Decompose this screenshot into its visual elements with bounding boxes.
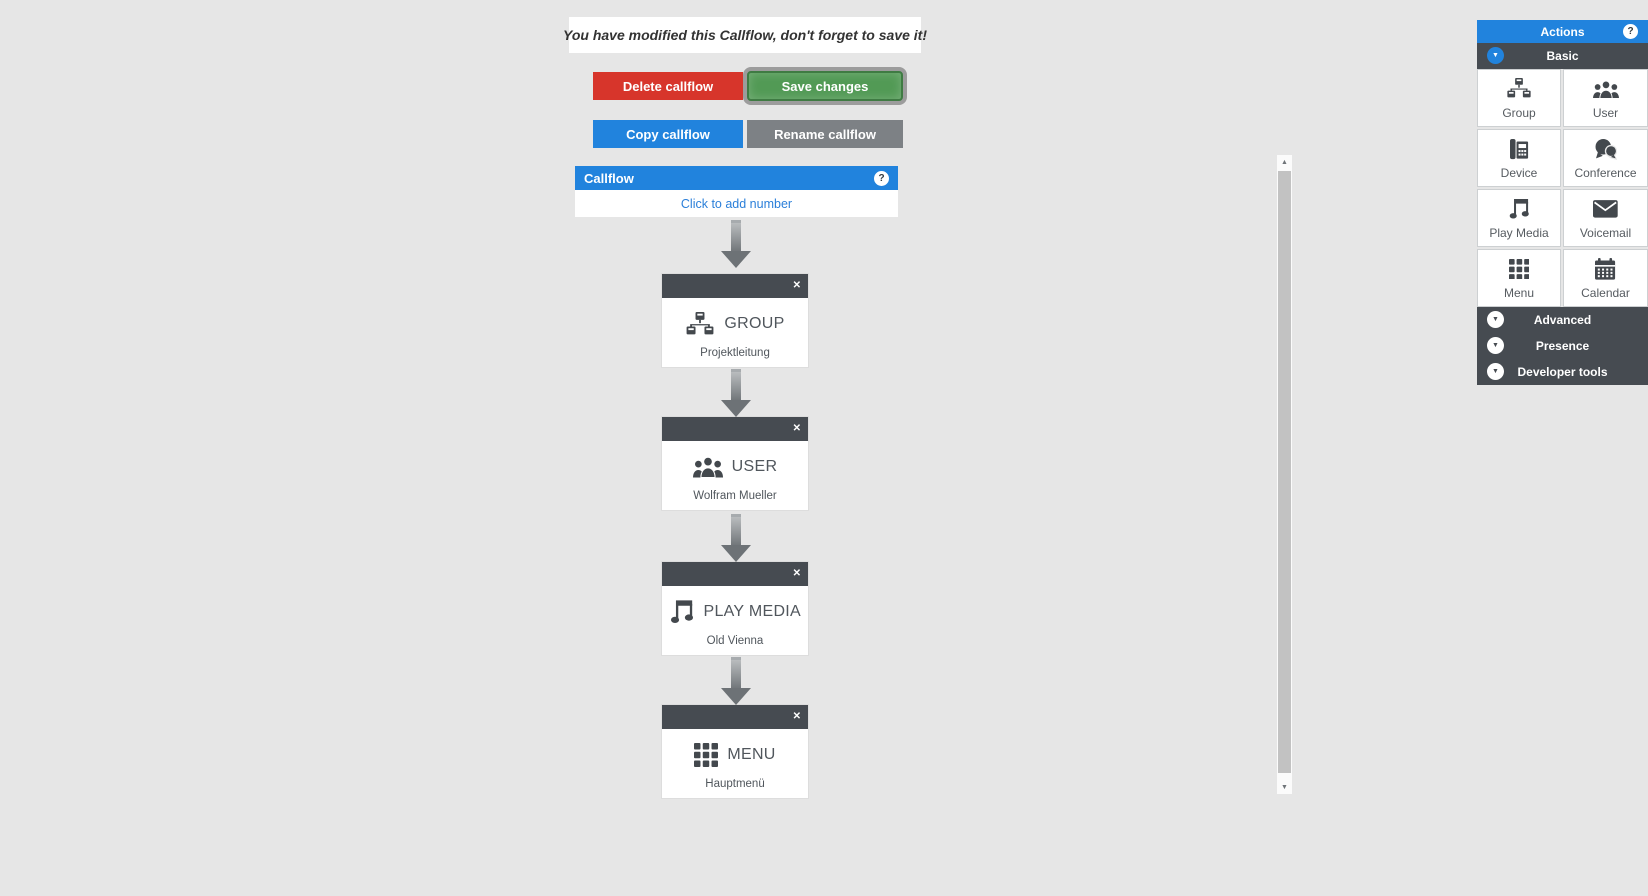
- scroll-up-icon[interactable]: ▲: [1277, 155, 1292, 169]
- tool-menu[interactable]: Menu: [1477, 249, 1561, 307]
- flow-node-header[interactable]: ✕: [662, 562, 808, 586]
- voicemail-icon: [1593, 196, 1618, 222]
- tool-device[interactable]: Device: [1477, 129, 1561, 187]
- close-icon[interactable]: ✕: [792, 568, 801, 579]
- flow-node-header[interactable]: ✕: [662, 274, 808, 298]
- add-number-link[interactable]: Click to add number: [680, 196, 793, 211]
- copy-callflow-button[interactable]: Copy callflow: [593, 120, 743, 148]
- tool-voicemail[interactable]: Voicemail: [1563, 189, 1648, 247]
- chevron-down-icon[interactable]: ▼: [1487, 311, 1504, 328]
- scrollbar-thumb[interactable]: [1278, 171, 1291, 773]
- user-icon: [1592, 76, 1619, 102]
- section-label: Developer tools: [1517, 365, 1608, 379]
- flow-node-body: MENU Hauptmenü: [662, 729, 808, 798]
- actions-panel-header: Actions ?: [1477, 20, 1648, 43]
- play-media-icon: [669, 597, 695, 627]
- tool-conference[interactable]: Conference: [1563, 129, 1648, 187]
- close-icon[interactable]: ✕: [792, 711, 801, 722]
- tool-calendar[interactable]: Calendar: [1563, 249, 1648, 307]
- device-icon: [1508, 136, 1530, 162]
- menu-icon: [694, 743, 719, 767]
- flow-node-body: USER Wolfram Mueller: [662, 441, 808, 510]
- calendar-icon: [1594, 256, 1616, 282]
- flow-node-body: PLAY MEDIA Old Vienna: [662, 586, 808, 655]
- flow-node-name: Old Vienna: [706, 635, 764, 647]
- actions-panel: Actions ? ▼ Basic Group User Device Confe…: [1477, 20, 1648, 385]
- tool-label: Play Media: [1489, 226, 1549, 240]
- flow-node-type-label: GROUP: [724, 315, 785, 332]
- scroll-down-icon[interactable]: ▼: [1277, 780, 1292, 794]
- tool-grid: Group User Device Conference Play Media …: [1477, 69, 1648, 307]
- group-icon: [1506, 76, 1532, 102]
- flow-node-body: GROUP Projektleitung: [662, 298, 808, 367]
- callflow-number-area: Click to add number: [575, 190, 898, 217]
- tool-label: Menu: [1503, 286, 1535, 300]
- delete-callflow-button[interactable]: Delete callflow: [593, 72, 743, 100]
- flow-node-play-media[interactable]: ✕ PLAY MEDIA Old Vienna: [662, 562, 808, 655]
- tool-label: Voicemail: [1579, 226, 1632, 240]
- flow-node-type-label: PLAY MEDIA: [703, 603, 802, 620]
- rename-callflow-button[interactable]: Rename callflow: [747, 120, 903, 148]
- conference-icon: [1594, 136, 1618, 162]
- tool-label: Device: [1500, 166, 1538, 180]
- callflow-root-box: Callflow ? Click to add number: [575, 166, 898, 217]
- tool-play-media[interactable]: Play Media: [1477, 189, 1561, 247]
- flow-node-header[interactable]: ✕: [662, 417, 808, 441]
- flow-node-menu[interactable]: ✕ MENU Hauptmenü: [662, 705, 808, 798]
- canvas-scrollbar[interactable]: ▲ ▼: [1277, 155, 1292, 794]
- flow-node-type-label: MENU: [727, 746, 776, 763]
- unsaved-changes-banner: You have modified this Callflow, don't f…: [563, 17, 927, 53]
- flow-node-type-label: USER: [731, 458, 778, 475]
- section-label: Advanced: [1533, 313, 1592, 327]
- callflow-header: Callflow ?: [575, 166, 898, 190]
- tool-label: User: [1592, 106, 1619, 120]
- section-advanced[interactable]: ▼ Advanced: [1477, 307, 1648, 333]
- tool-user[interactable]: User: [1563, 69, 1648, 127]
- chevron-down-icon[interactable]: ▼: [1487, 337, 1504, 354]
- section-basic[interactable]: ▼ Basic: [1477, 43, 1648, 69]
- user-icon: [692, 456, 723, 478]
- chevron-down-icon[interactable]: ▼: [1487, 47, 1504, 64]
- callflow-title: Callflow: [584, 170, 634, 186]
- flow-arrow-down: [717, 220, 755, 268]
- section-presence[interactable]: ▼ Presence: [1477, 333, 1648, 359]
- save-changes-button[interactable]: Save changes: [747, 71, 903, 101]
- tool-label: Conference: [1574, 166, 1637, 180]
- flow-node-header[interactable]: ✕: [662, 705, 808, 729]
- group-icon: [685, 311, 715, 337]
- chevron-down-icon[interactable]: ▼: [1487, 363, 1504, 380]
- flow-node-group[interactable]: ✕ GROUP Projektleitung: [662, 274, 808, 367]
- flow-node-name: Hauptmenü: [705, 778, 765, 790]
- help-icon[interactable]: ?: [1623, 24, 1638, 39]
- flow-arrow-down: [717, 514, 755, 562]
- play-media-icon: [1508, 196, 1530, 222]
- tool-label: Group: [1502, 106, 1536, 120]
- tool-group[interactable]: Group: [1477, 69, 1561, 127]
- flow-node-name: Projektleitung: [700, 347, 770, 359]
- help-icon[interactable]: ?: [874, 170, 889, 186]
- tool-label: Calendar: [1581, 286, 1630, 300]
- flow-arrow-down: [717, 657, 755, 705]
- flow-node-name: Wolfram Mueller: [693, 490, 777, 502]
- menu-icon: [1508, 256, 1530, 282]
- section-label: Basic: [1546, 49, 1579, 63]
- flow-arrow-down: [717, 369, 755, 417]
- actions-panel-title: Actions: [1540, 24, 1585, 39]
- close-icon[interactable]: ✕: [792, 280, 801, 291]
- section-developer-tools[interactable]: ▼ Developer tools: [1477, 359, 1648, 385]
- flow-node-user[interactable]: ✕ USER Wolfram Mueller: [662, 417, 808, 510]
- close-icon[interactable]: ✕: [792, 423, 801, 434]
- section-label: Presence: [1535, 339, 1590, 353]
